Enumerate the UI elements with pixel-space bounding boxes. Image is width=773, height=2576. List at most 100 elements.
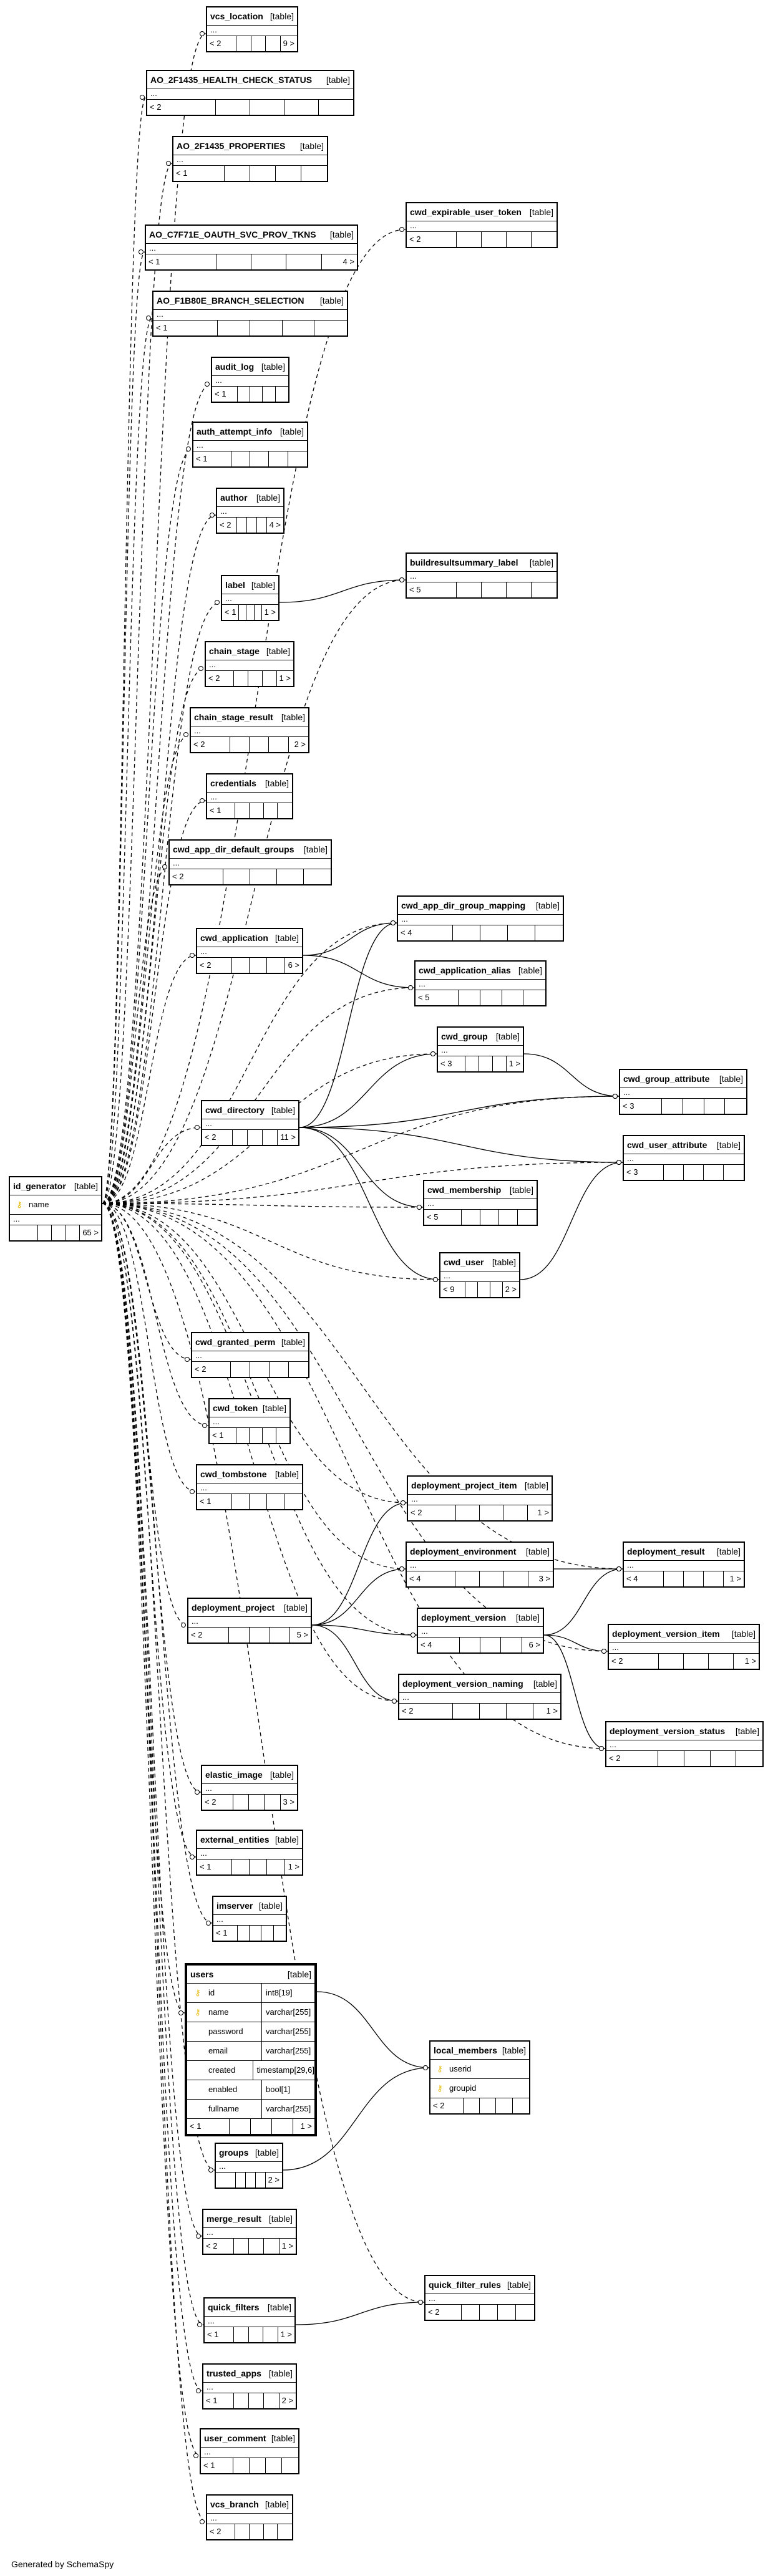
table-name: chain_stage_result [194, 712, 273, 722]
table-imserver[interactable]: imserver[table]...< 1 [212, 1896, 287, 1942]
table-footer: < 2 [170, 869, 331, 884]
table-header: vcs_branch[table] [207, 2496, 292, 2514]
table-user-comment[interactable]: user_comment[table]...< 1 [200, 2428, 299, 2474]
table-auth-attempt-info[interactable]: auth_attempt_info[table]...< 1 [192, 422, 308, 468]
parents-count: < 2 [191, 737, 230, 752]
table-ao-branch-selection[interactable]: AO_F1B80E_BRANCH_SELECTION[table]...< 1 [152, 291, 348, 337]
table-deployment-version-status[interactable]: deployment_version_status[table]...< 2 [605, 1721, 764, 1767]
parents-count: < 4 [398, 925, 453, 940]
column-row[interactable]: ⚷name [10, 1195, 101, 1215]
table-kind: [table] [731, 1629, 756, 1639]
table-cwd-group-attribute[interactable]: cwd_group_attribute[table]...< 3 [619, 1069, 747, 1115]
table-cwd-app-dir-default-groups[interactable]: cwd_app_dir_default_groups[table]...< 2 [168, 839, 332, 885]
relationship-edge [295, 2302, 425, 2325]
relationship-edge [102, 1203, 399, 1702]
crowfoot-marker [195, 1790, 200, 1795]
ellipsis-row: ... [146, 244, 357, 254]
table-kind: [table] [299, 141, 324, 151]
table-header: audit_log[table] [212, 358, 288, 376]
table-cwd-expirable-user-token[interactable]: cwd_expirable_user_token[table]...< 2 [406, 202, 558, 248]
table-name: external_entities [200, 1835, 270, 1845]
table-cwd-user-attribute[interactable]: cwd_user_attribute[table]...< 3 [623, 1135, 745, 1181]
table-cwd-tombstone[interactable]: cwd_tombstone[table]...< 1 [196, 1464, 303, 1510]
table-buildresultsummary-label[interactable]: buildresultsummary_label[table]...< 5 [406, 552, 558, 599]
table-kind: [table] [256, 493, 280, 503]
table-cwd-token[interactable]: cwd_token[table]...< 1 [208, 1398, 291, 1444]
table-groups[interactable]: groups[table]...2 > [215, 2143, 283, 2189]
table-local-members[interactable]: local_members[table]⚷userid⚷groupid< 2 [429, 2040, 530, 2115]
column-row[interactable]: ⚷groupid [430, 2079, 529, 2098]
relationship-edge [102, 1203, 424, 1208]
ellipsis-row: ... [216, 2162, 282, 2173]
primary-key-icon: ⚷ [16, 1200, 22, 1209]
table-header: cwd_app_dir_group_mapping[table] [398, 897, 563, 915]
table-header: quick_filter_rules[table] [425, 2276, 534, 2294]
table-audit-log[interactable]: audit_log[table]...< 1 [211, 357, 289, 403]
crowfoot-marker [200, 798, 205, 803]
table-cwd-granted-perm[interactable]: cwd_granted_perm[table]...< 2 [191, 1332, 309, 1378]
table-name: cwd_directory [205, 1105, 265, 1115]
table-ao-properties[interactable]: AO_2F1435_PROPERTIES[table]...< 1 [172, 136, 328, 182]
ellipsis-row: ... [192, 1351, 308, 1362]
crowfoot-marker [616, 1566, 621, 1571]
relationship-edge [279, 579, 406, 603]
table-cwd-membership[interactable]: cwd_membership[table]...< 5 [423, 1180, 538, 1226]
table-kind: [table] [525, 1546, 550, 1556]
table-vcs-branch[interactable]: vcs_branch[table]...< 2 [206, 2494, 293, 2540]
column-row[interactable]: ⚷userid [430, 2060, 529, 2079]
table-cwd-application-alias[interactable]: cwd_application_alias[table]...< 5 [414, 960, 547, 1006]
crowfoot-marker [181, 1623, 186, 1628]
table-ao-health-check-status[interactable]: AO_2F1435_HEALTH_CHECK_STATUS[table]...<… [146, 70, 354, 116]
table-credentials[interactable]: credentials[table]...< 1 [206, 773, 293, 819]
table-header: AO_2F1435_PROPERTIES[table] [173, 137, 327, 155]
table-ao-oauth-tokens[interactable]: AO_C7F71E_OAUTH_SVC_PROV_TKNS[table]...<… [145, 224, 358, 271]
table-header: quick_filters[table] [205, 2299, 294, 2317]
table-header: groups[table] [216, 2144, 282, 2162]
table-header: cwd_application[table] [197, 929, 302, 947]
table-id-generator[interactable]: id_generator[table] ⚷name ... 65 > [9, 1176, 102, 1242]
table-cwd-app-dir-group-mapping[interactable]: cwd_app_dir_group_mapping[table]...< 4 [397, 895, 564, 942]
table-header: imserver[table] [213, 1897, 286, 1915]
table-footer: < 2 [207, 2524, 292, 2539]
column-name: userid [449, 2064, 472, 2073]
relationship-edge [102, 922, 397, 1204]
parents-count [10, 1225, 38, 1240]
table-name: deployment_version_status [610, 1726, 726, 1736]
relationship-edge [102, 1203, 200, 2456]
table-quick-filter-rules[interactable]: quick_filter_rules[table]...< 2 [424, 2275, 535, 2321]
column-type: bool[1] [261, 2080, 314, 2099]
table-kind: [table] [303, 844, 328, 854]
